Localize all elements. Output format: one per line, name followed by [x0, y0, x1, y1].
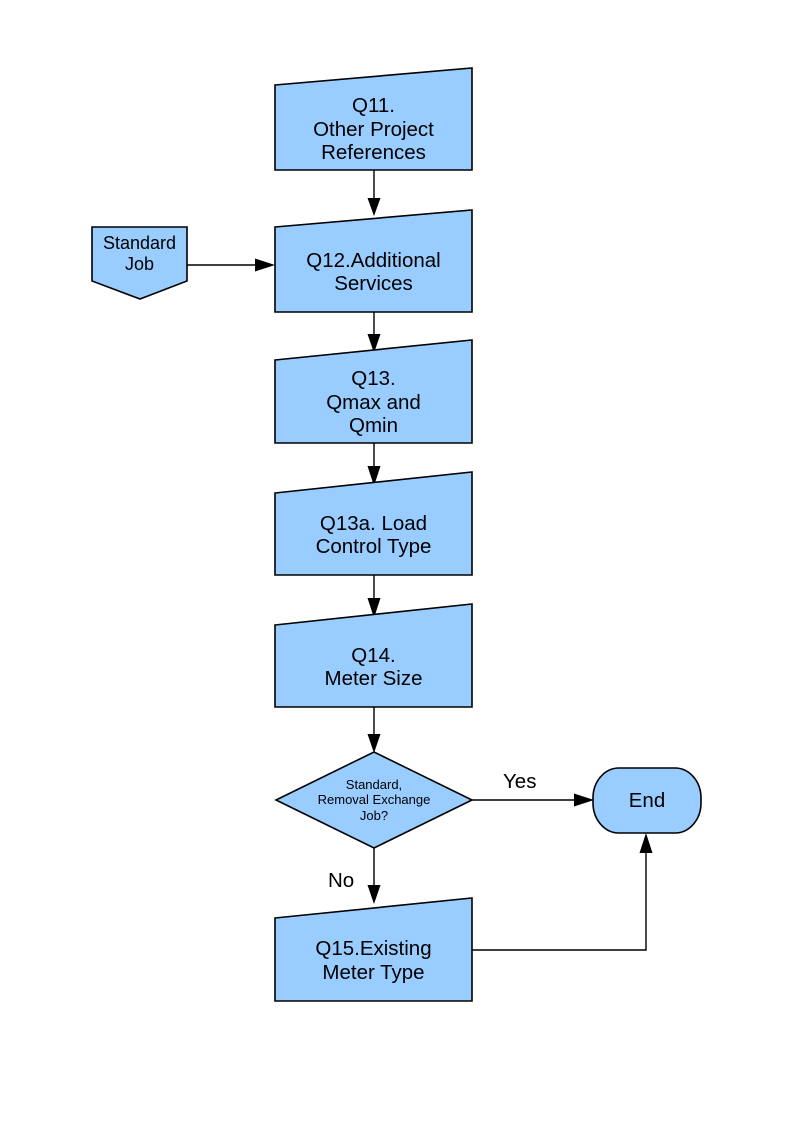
edge-decision-no-to-q15 — [367, 848, 381, 904]
q13-qmax-and-qmin-shape[interactable] — [274, 339, 473, 444]
edge-q12-to-q13 — [367, 312, 381, 353]
q15-existing-meter-type-shape[interactable] — [274, 897, 473, 1002]
edge-q14-to-decision — [367, 707, 381, 753]
edge-q11-to-q12 — [367, 170, 381, 216]
q14-meter-size-shape[interactable] — [274, 603, 473, 708]
edge-decision-yes-to-end — [472, 793, 594, 807]
edge-q13a-to-q14 — [367, 575, 381, 618]
decision-standard-removal-exchange-job-shape[interactable] — [274, 751, 474, 849]
edge-standard-job-to-q12 — [187, 258, 275, 272]
q11-other-project-references-shape[interactable] — [274, 67, 473, 171]
edge-q15-to-end — [472, 833, 653, 951]
standard-job-shape[interactable] — [91, 226, 188, 300]
edge-q13-to-q13a — [367, 443, 381, 486]
end-terminator-shape[interactable] — [592, 767, 702, 834]
q13a-load-control-type-shape[interactable] — [274, 471, 473, 576]
q12-additional-services-shape[interactable] — [274, 209, 473, 313]
